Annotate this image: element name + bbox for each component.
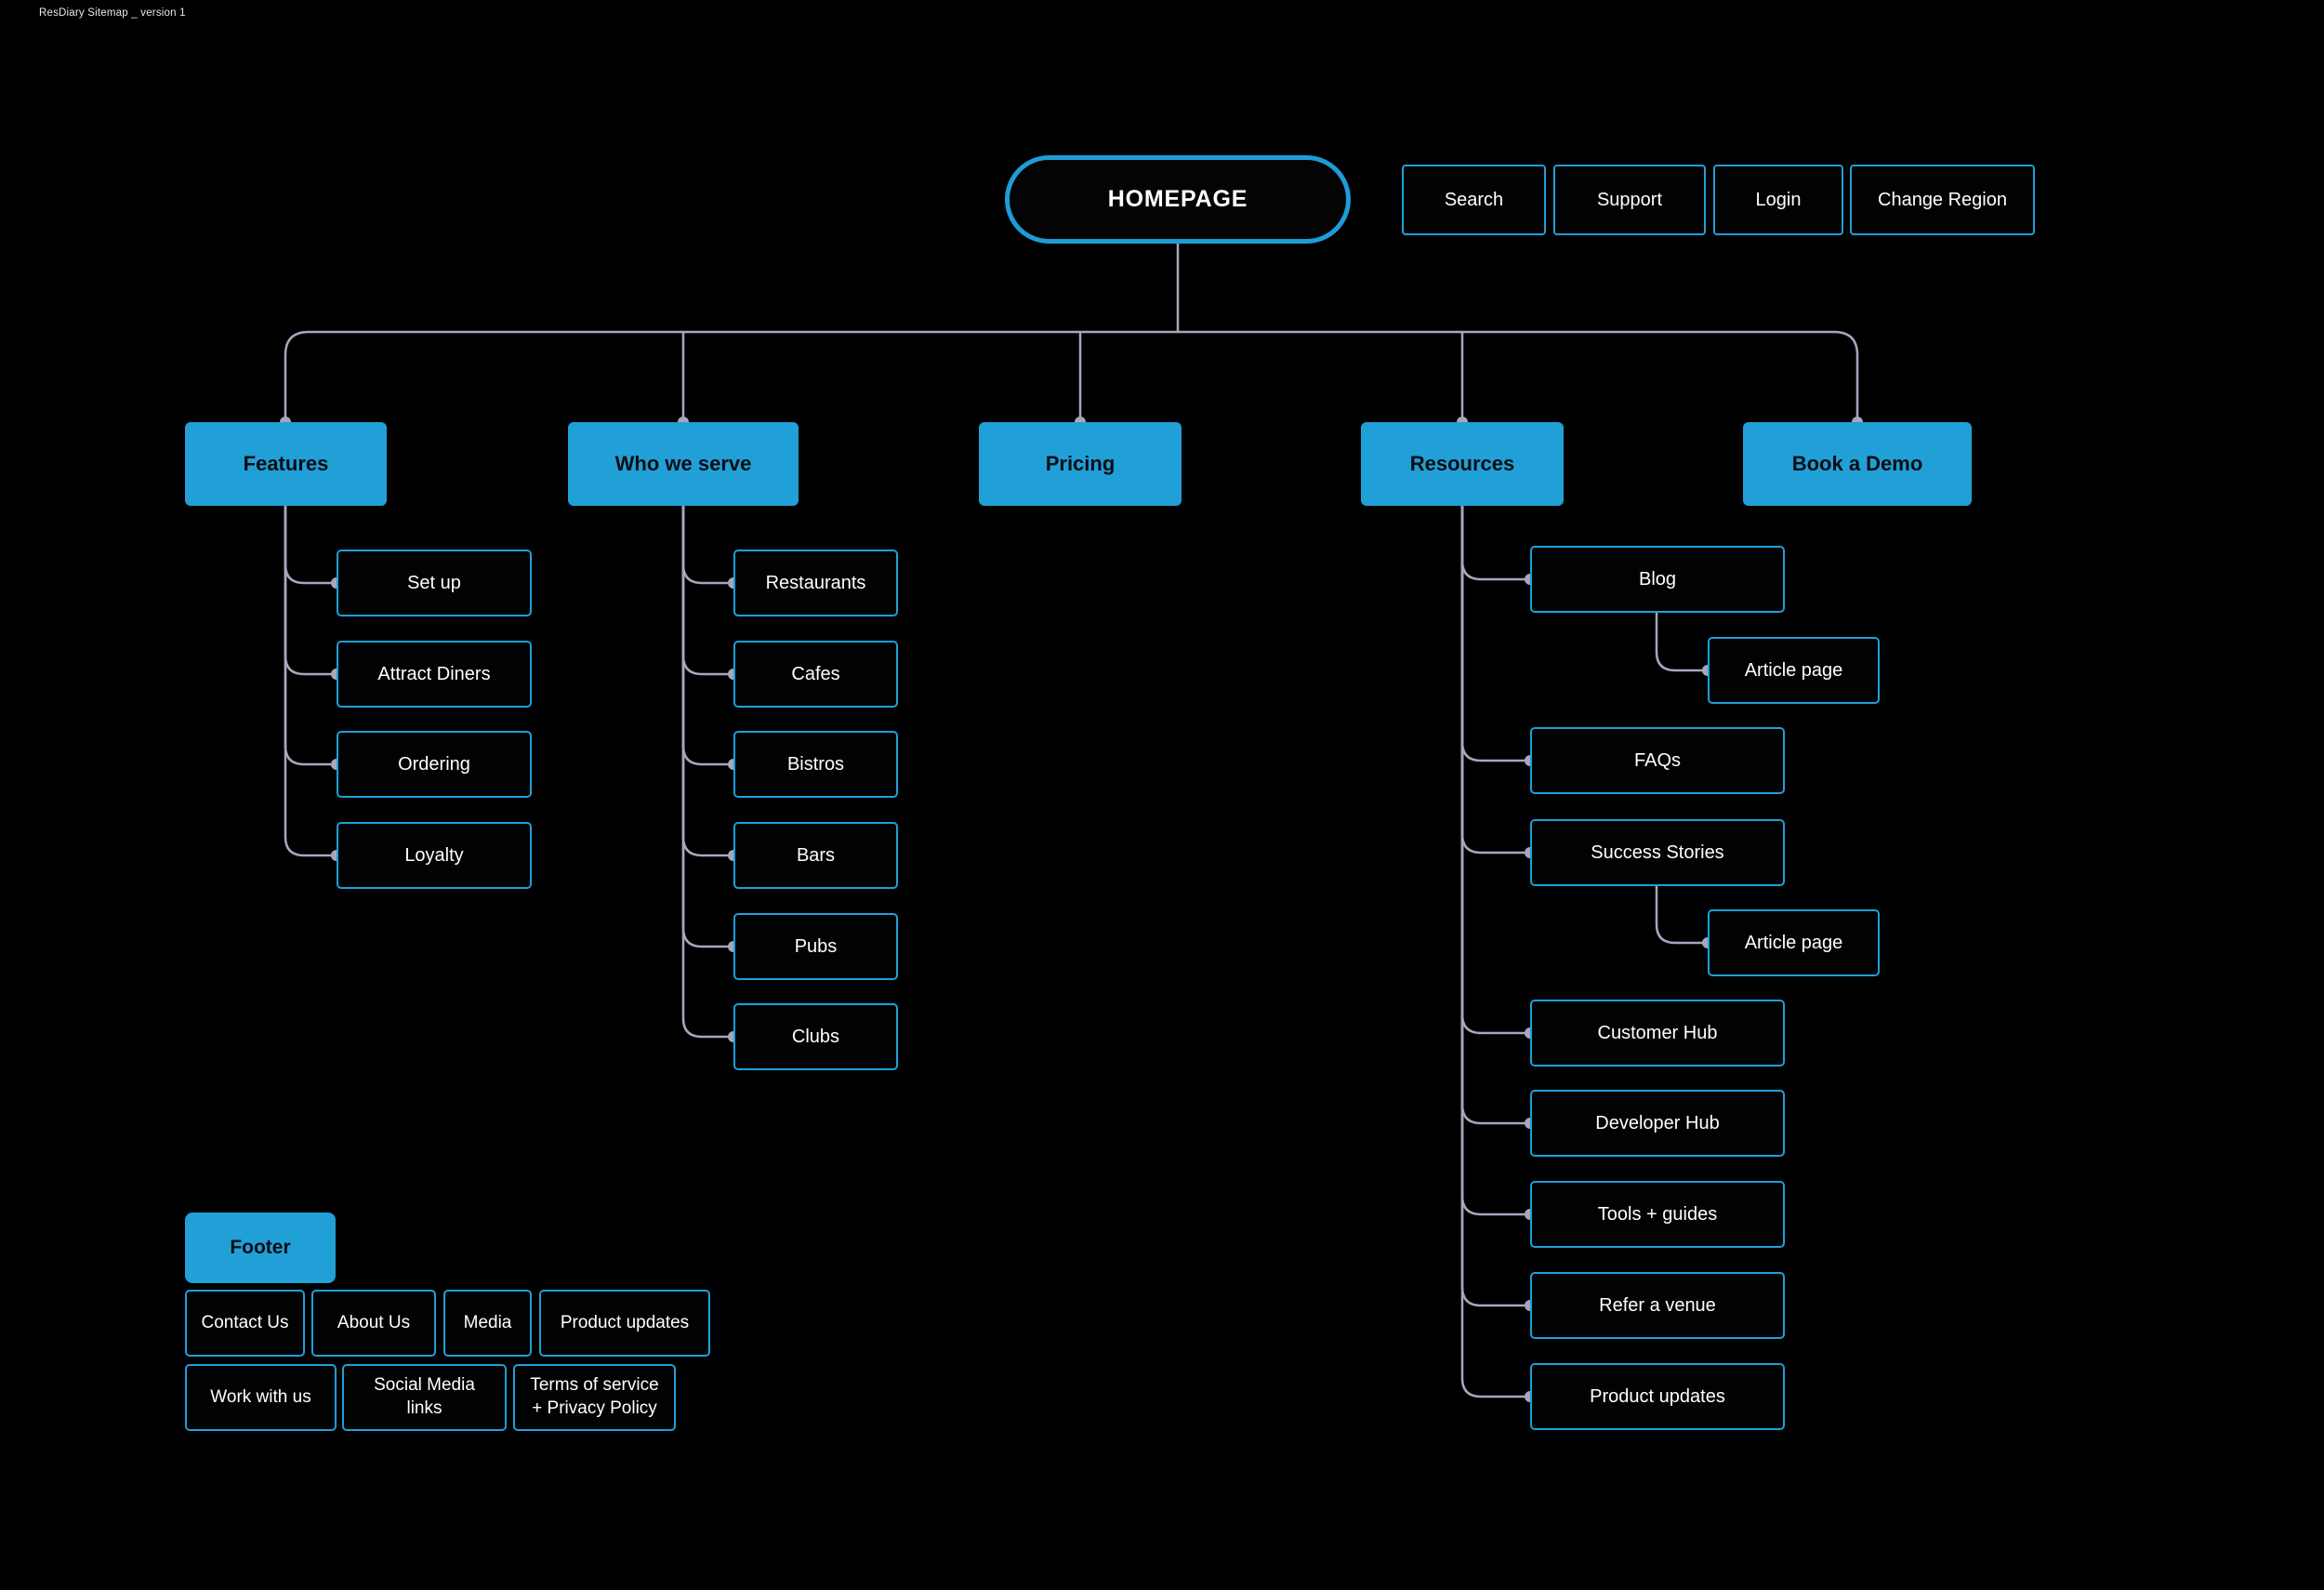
document-title: ResDiary Sitemap _ version 1	[39, 7, 186, 19]
node-attract-diners[interactable]: Attract Diners	[337, 641, 532, 708]
node-bars[interactable]: Bars	[733, 822, 898, 889]
node-about-us[interactable]: About Us	[311, 1290, 436, 1357]
node-developer-hub[interactable]: Developer Hub	[1530, 1090, 1785, 1157]
node-terms-privacy[interactable]: Terms of service + Privacy Policy	[513, 1364, 676, 1431]
node-support[interactable]: Support	[1553, 165, 1706, 235]
node-faqs[interactable]: FAQs	[1530, 727, 1785, 794]
node-pricing[interactable]: Pricing	[979, 422, 1182, 506]
node-contact-us[interactable]: Contact Us	[185, 1290, 305, 1357]
node-success-stories[interactable]: Success Stories	[1530, 819, 1785, 886]
node-pubs[interactable]: Pubs	[733, 913, 898, 980]
node-cafes[interactable]: Cafes	[733, 641, 898, 708]
node-login[interactable]: Login	[1713, 165, 1843, 235]
node-book-a-demo[interactable]: Book a Demo	[1743, 422, 1972, 506]
node-success-article-page[interactable]: Article page	[1708, 909, 1880, 976]
node-product-updates-footer[interactable]: Product updates	[539, 1290, 710, 1357]
node-work-with-us[interactable]: Work with us	[185, 1364, 337, 1431]
node-who-we-serve[interactable]: Who we serve	[568, 422, 799, 506]
node-customer-hub[interactable]: Customer Hub	[1530, 1000, 1785, 1067]
node-media[interactable]: Media	[443, 1290, 532, 1357]
node-tools-guides[interactable]: Tools + guides	[1530, 1181, 1785, 1248]
node-social-media-links[interactable]: Social Media links	[342, 1364, 507, 1431]
node-change-region[interactable]: Change Region	[1850, 165, 2035, 235]
node-blog[interactable]: Blog	[1530, 546, 1785, 613]
node-ordering[interactable]: Ordering	[337, 731, 532, 798]
node-search[interactable]: Search	[1402, 165, 1546, 235]
node-product-updates-resources[interactable]: Product updates	[1530, 1363, 1785, 1430]
node-footer[interactable]: Footer	[185, 1212, 336, 1283]
node-bistros[interactable]: Bistros	[733, 731, 898, 798]
node-loyalty[interactable]: Loyalty	[337, 822, 532, 889]
node-blog-article-page[interactable]: Article page	[1708, 637, 1880, 704]
node-homepage[interactable]: HOMEPAGE	[1005, 155, 1351, 244]
node-refer-a-venue[interactable]: Refer a venue	[1530, 1272, 1785, 1339]
node-set-up[interactable]: Set up	[337, 550, 532, 616]
node-resources[interactable]: Resources	[1361, 422, 1564, 506]
node-restaurants[interactable]: Restaurants	[733, 550, 898, 616]
node-clubs[interactable]: Clubs	[733, 1003, 898, 1070]
node-features[interactable]: Features	[185, 422, 387, 506]
